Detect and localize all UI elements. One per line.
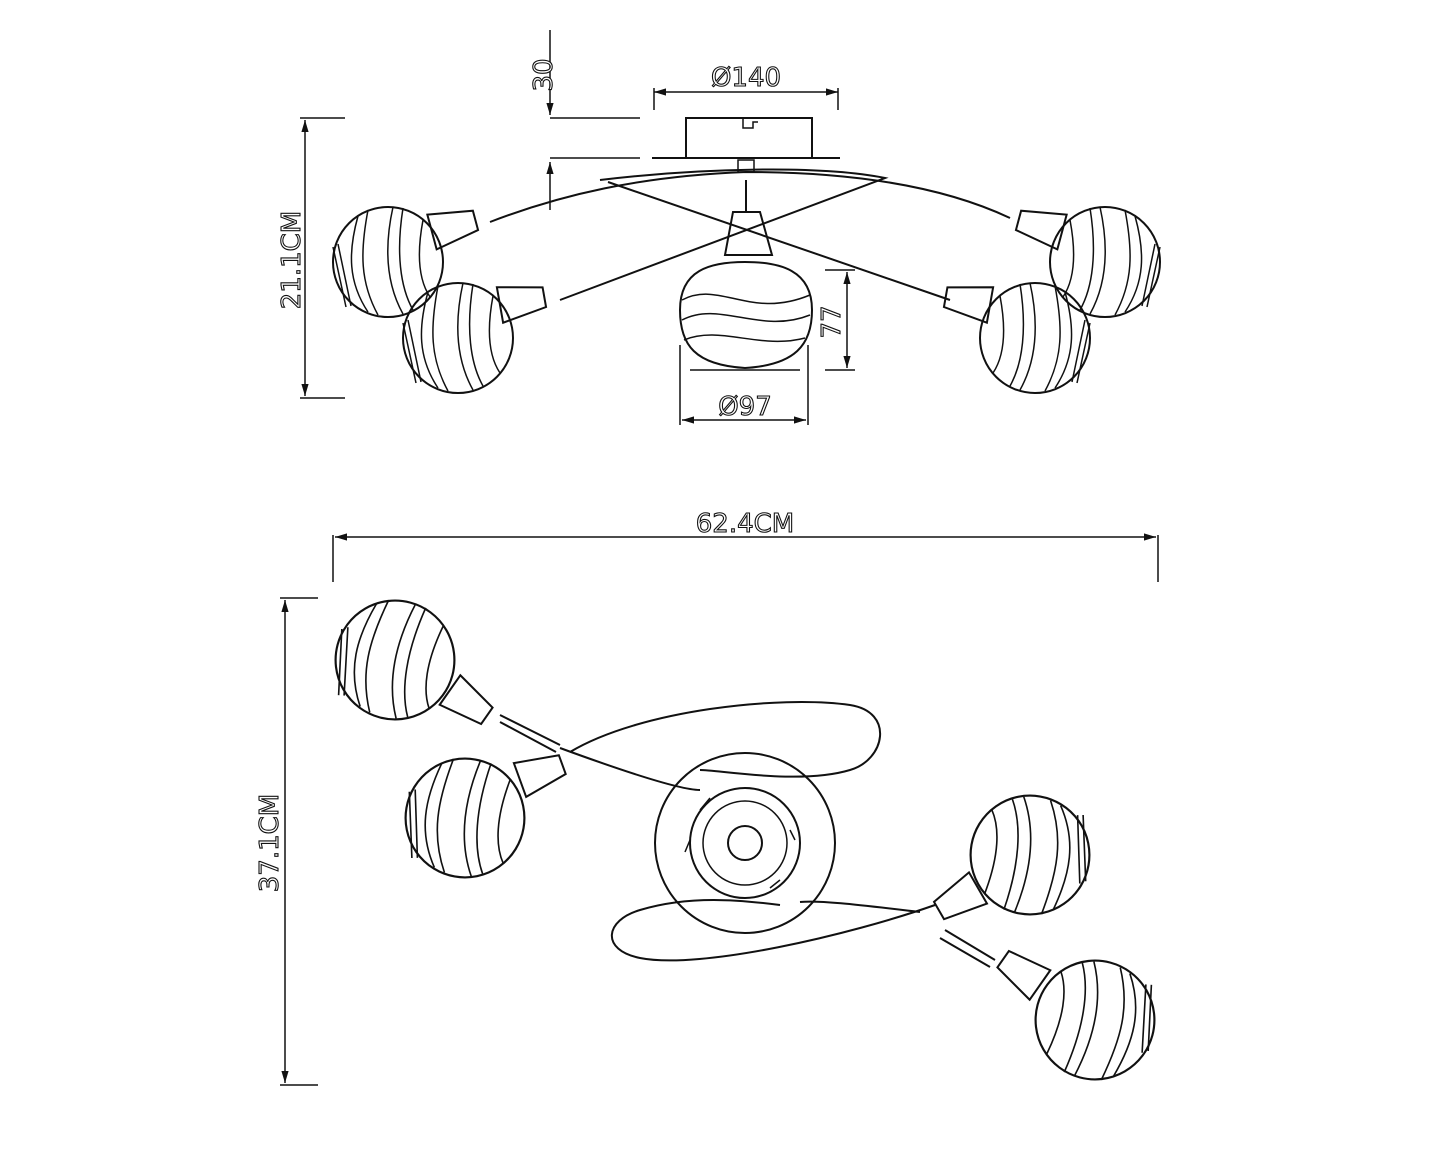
side-view: 30 Ø140 21.1CM 77 Ø97 (276, 30, 1161, 425)
top-view: 62.4CM 37.1CM (254, 508, 1169, 1094)
center-shade (678, 260, 814, 370)
total-depth-label: 37.1CM (255, 794, 285, 892)
arm-loop-lower (610, 899, 936, 962)
shade-height-label: 77 (817, 305, 847, 338)
arm-back (489, 170, 1011, 223)
total-height-label: 21.1CM (277, 211, 307, 309)
canopy-height-label: 30 (529, 58, 559, 91)
base-plate (654, 752, 836, 934)
center-socket (727, 825, 763, 861)
shade-diameter-label: Ø97 (718, 392, 772, 422)
arm-cross (559, 168, 889, 301)
canopy-diameter-label: Ø140 (711, 63, 781, 93)
arm-loop-upper (569, 701, 881, 778)
canopy (685, 117, 813, 159)
total-width-label: 62.4CM (696, 509, 794, 539)
